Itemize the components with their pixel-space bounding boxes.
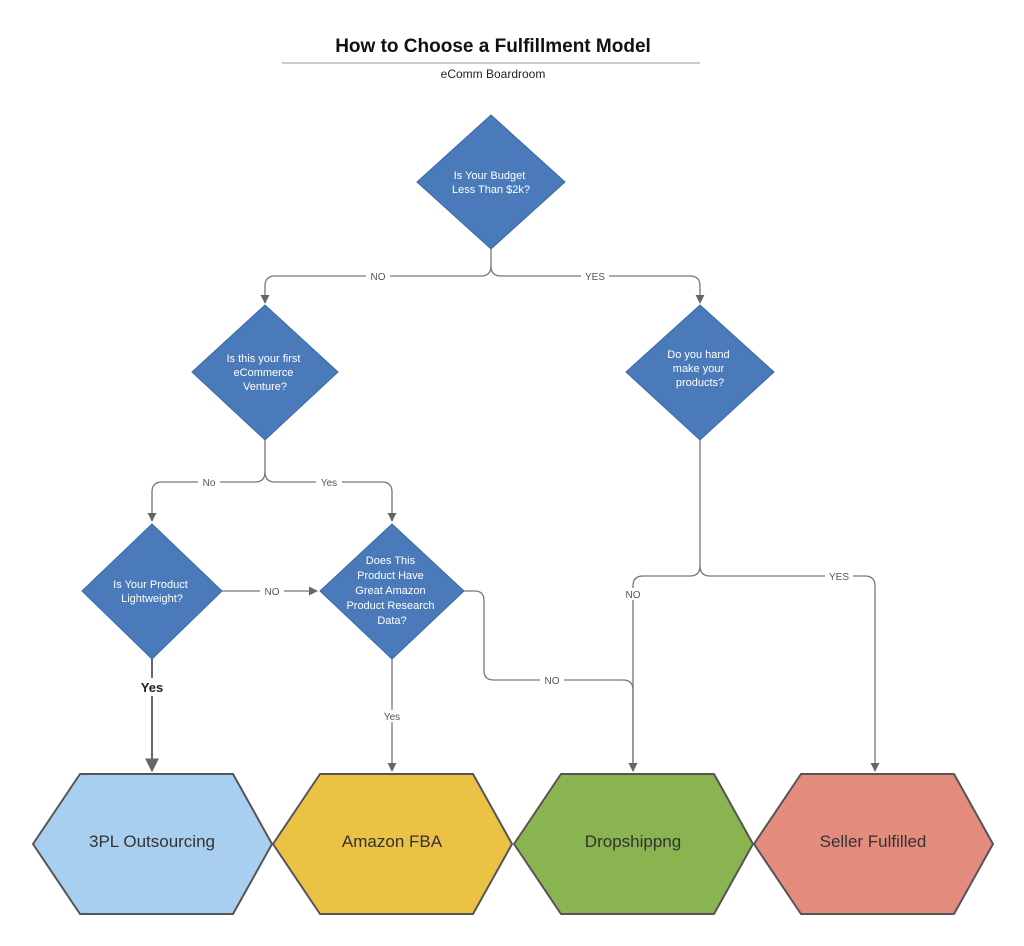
outcome-3pl-label: 3PL Outsourcing bbox=[89, 832, 215, 851]
outcome-fba-label: Amazon FBA bbox=[342, 832, 443, 851]
decision-budget: Is Your Budget Less Than $2k? bbox=[416, 114, 566, 250]
edge-label-hand-yes: YES bbox=[825, 570, 853, 583]
edge-label-light-yes: Yes bbox=[134, 678, 170, 696]
decision-lightweight-shape bbox=[81, 523, 223, 660]
decision-research-data: Does This Product Have Great Amazon Prod… bbox=[319, 523, 465, 660]
connector-hand-yes bbox=[699, 565, 880, 772]
svg-text:Yes: Yes bbox=[384, 712, 400, 723]
connector-first-yes bbox=[264, 471, 397, 522]
decision-first-venture-shape bbox=[191, 304, 339, 441]
edge-label-budget-yes: YES bbox=[581, 270, 609, 283]
decision-budget-shape bbox=[416, 114, 566, 250]
decision-hand-make-text: Do you hand make your products? bbox=[667, 349, 732, 389]
svg-text:YES: YES bbox=[829, 572, 849, 583]
connector-research-no bbox=[463, 590, 638, 772]
svg-text:NO: NO bbox=[371, 272, 386, 283]
svg-text:Yes: Yes bbox=[321, 478, 337, 489]
outcome-dropship-label: Dropshippng bbox=[585, 832, 681, 851]
edge-label-first-yes: Yes bbox=[316, 476, 342, 489]
edge-label-light-no: NO bbox=[260, 585, 284, 598]
decision-hand-make: Do you hand make your products? bbox=[625, 304, 775, 441]
outcome-3pl-shape bbox=[32, 773, 273, 915]
svg-text:YES: YES bbox=[585, 272, 605, 283]
svg-text:No: No bbox=[203, 478, 216, 489]
outcome-dropship-shape bbox=[513, 773, 754, 915]
decision-lightweight-text: Is Your Product Lightweight? bbox=[113, 579, 191, 605]
outcome-seller-shape bbox=[753, 773, 994, 915]
outcome-seller-label: Seller Fulfilled bbox=[820, 832, 927, 851]
decision-first-venture: Is this your first eCommerce Venture? bbox=[191, 304, 339, 441]
svg-text:NO: NO bbox=[626, 590, 641, 601]
outcome-seller-fulfilled: Seller Fulfilled bbox=[753, 773, 994, 915]
decision-hand-make-shape bbox=[625, 304, 775, 441]
svg-text:NO: NO bbox=[545, 676, 560, 687]
edge-label-research-no: NO bbox=[540, 674, 564, 687]
decision-budget-text: Is Your Budget Less Than $2k? bbox=[452, 170, 530, 196]
connector-budget-yes bbox=[490, 265, 705, 304]
edge-label-budget-no: NO bbox=[366, 270, 390, 283]
decision-first-venture-text: Is this your first eCommerce Venture? bbox=[226, 353, 303, 393]
decision-research-data-text: Does This Product Have Great Amazon Prod… bbox=[346, 555, 437, 627]
edge-label-first-no: No bbox=[198, 476, 220, 489]
svg-text:NO: NO bbox=[265, 587, 280, 598]
page-subtitle: eComm Boardroom bbox=[441, 67, 546, 81]
edge-label-hand-no: NO bbox=[621, 588, 645, 601]
outcome-3pl-outsourcing: 3PL Outsourcing bbox=[32, 773, 273, 915]
edge-label-research-yes: Yes bbox=[379, 710, 405, 723]
outcome-fba-shape bbox=[272, 773, 513, 915]
connector-hand-no bbox=[628, 440, 701, 772]
outcome-amazon-fba: Amazon FBA bbox=[272, 773, 513, 915]
svg-text:Yes: Yes bbox=[141, 680, 163, 695]
decision-lightweight: Is Your Product Lightweight? bbox=[81, 523, 223, 660]
outcome-dropshipping: Dropshippng bbox=[513, 773, 754, 915]
decision-research-data-shape bbox=[319, 523, 465, 660]
page-title: How to Choose a Fulfillment Model bbox=[335, 36, 651, 57]
